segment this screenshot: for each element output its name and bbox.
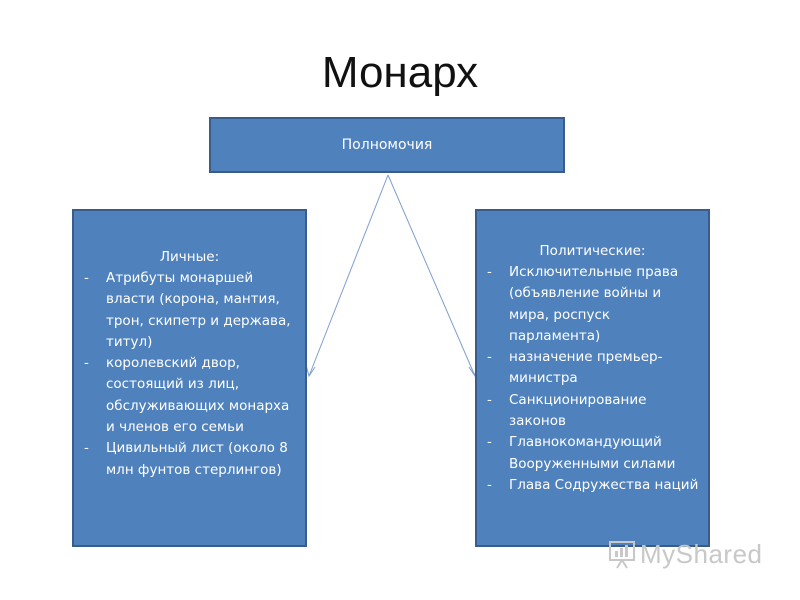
arrow-left-line [308,174,389,377]
list-item: -королевский двор, состоящий из лиц, обс… [84,355,290,436]
list-item: -Санкционирование законов [487,391,647,430]
bullet-dash: - [487,391,492,408]
arrow-right-line [387,174,476,377]
bullet-dash: - [487,476,492,493]
bullet-dash: - [487,434,492,451]
watermark: MyShared [608,537,768,571]
list-item: -Цивильный лист (около 8 млн фунтов стер… [84,440,288,478]
arrow-left-head [305,364,316,378]
bullet-dash: - [84,270,89,286]
bullet-dash: - [84,440,89,457]
bullet-dash: - [487,264,492,280]
political-heading: Политические: [539,243,646,259]
watermark-text: MyShared [640,538,763,569]
list-item: -Исключительные права (объявление войны … [487,264,679,344]
list-item: -Глава Содружества наций [487,475,700,496]
personal-heading: Личные: [159,249,220,265]
list-item: -Главнокомандующий Вооруженными силами [487,434,676,472]
list-item: -назначение премьер-министра [487,349,663,387]
chart-presentation-icon [609,541,635,569]
bullet-dash: - [84,355,89,372]
political-list: -Исключительные права (объявление войны … [477,262,708,496]
political-powers-box: Политические: -Исключительные права (объ… [475,209,710,547]
personal-list: -Атрибуты монаршей власти (корона, манти… [74,268,305,481]
list-item: -Атрибуты монаршей власти (корона, манти… [84,270,291,350]
diagram-title: Монарх [321,48,479,97]
powers-label: Полномочия [341,137,433,153]
bullet-dash: - [487,349,492,366]
personal-powers-box: Личные: -Атрибуты монаршей власти (корон… [72,209,307,547]
powers-box: Полномочия [209,117,565,173]
